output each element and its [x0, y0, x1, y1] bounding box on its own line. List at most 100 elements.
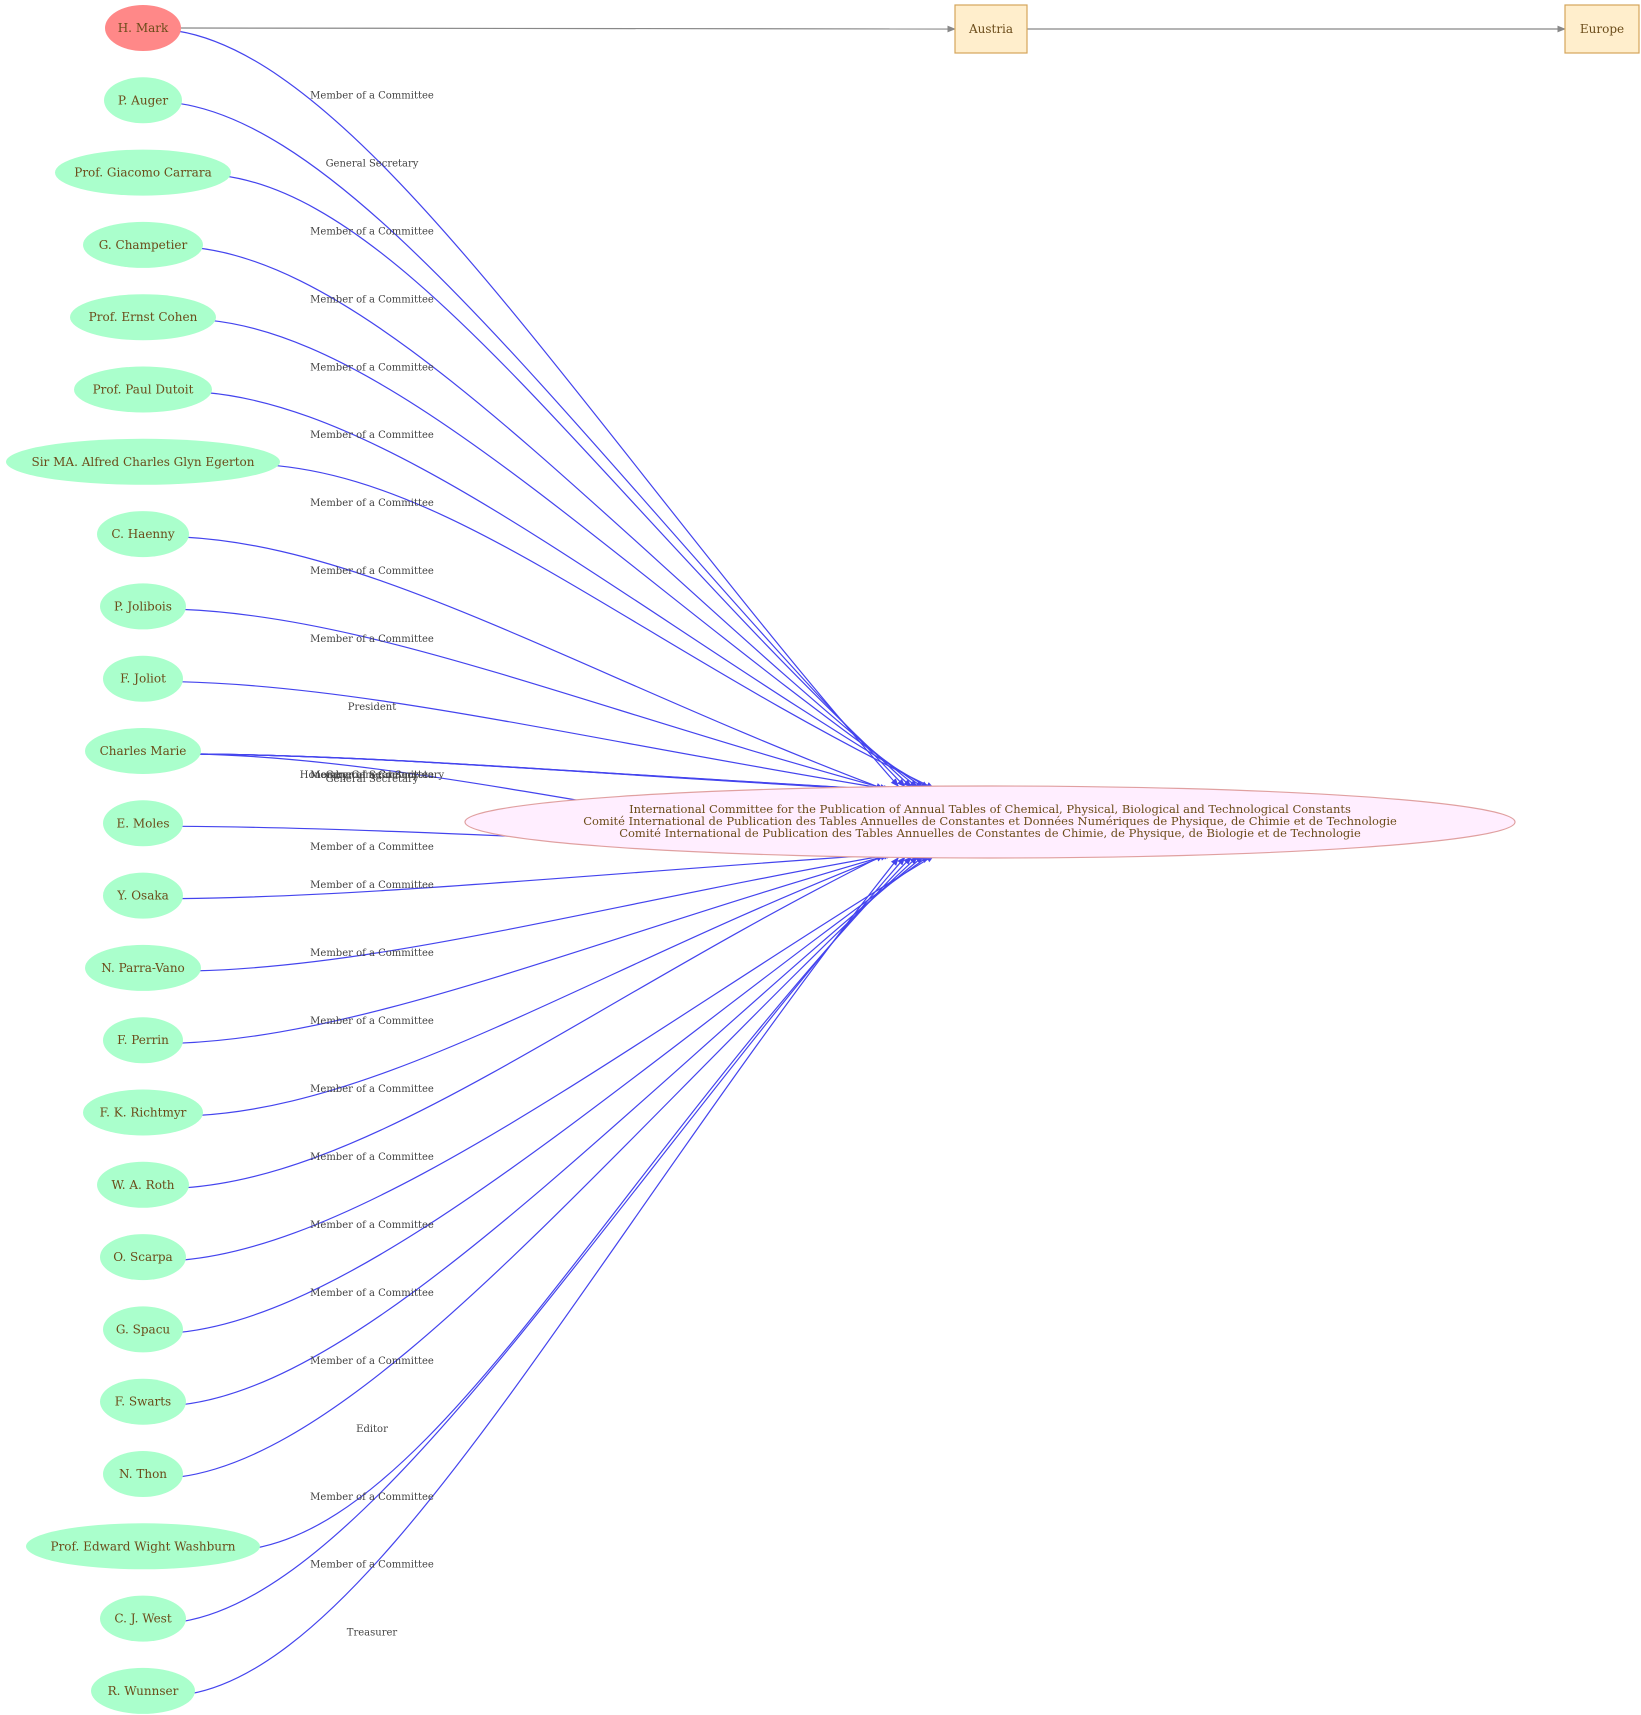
- edge-label: General Secretary: [326, 158, 419, 169]
- person-node-shape: [85, 944, 201, 991]
- person-node-w-a-roth[interactable]: W. A. Roth: [97, 1161, 189, 1208]
- person-label: N. Parra-Vano: [101, 961, 185, 975]
- person-node-f-joliot[interactable]: F. Joliot: [103, 655, 183, 702]
- edges-layer: [177, 25, 1566, 1695]
- edge-label: General Secretary: [326, 770, 419, 781]
- person-label: R. Wunnser: [108, 1684, 179, 1698]
- person-node-shape: [104, 77, 182, 124]
- edge-label: Member of a Committee: [310, 1016, 434, 1027]
- edge-egerton-6: [266, 464, 935, 790]
- person-label: Prof. Giacomo Carrara: [74, 166, 211, 180]
- place-node-europe[interactable]: Europe: [1564, 4, 1640, 54]
- person-label: F. Swarts: [115, 1395, 171, 1409]
- person-node-g-spacu[interactable]: G. Spacu: [103, 1306, 183, 1353]
- person-node-f-swarts[interactable]: F. Swarts: [100, 1378, 186, 1425]
- person-label: O. Scarpa: [113, 1250, 172, 1264]
- edge-f-perrin-18: [178, 853, 893, 1044]
- edge-p-jolibois-8: [181, 608, 889, 791]
- person-label: E. Moles: [117, 816, 170, 830]
- person-node-r-wunnser[interactable]: R. Wunnser: [91, 1667, 195, 1714]
- person-node-g-champetier[interactable]: G. Champetier: [83, 221, 203, 268]
- person-node-shape: [100, 1378, 186, 1425]
- committee-name-line: Comité International de Publication des …: [619, 826, 1361, 840]
- edge-n-parra-vano-17: [195, 851, 895, 972]
- edge-label: Member of a Committee: [310, 948, 434, 959]
- edge-label: Member of a Committee: [310, 1288, 434, 1299]
- person-label: F. Perrin: [117, 1033, 169, 1047]
- person-node-shape: [6, 438, 280, 485]
- person-node-paul-dutoit[interactable]: Prof. Paul Dutoit: [74, 366, 212, 413]
- edge-n-thon-24: [178, 856, 919, 1478]
- person-node-ernst-cohen[interactable]: Prof. Ernst Cohen: [70, 294, 216, 341]
- person-node-charles-marie[interactable]: Charles Marie: [85, 728, 201, 774]
- person-node-n-parra-vano[interactable]: N. Parra-Vano: [85, 944, 201, 991]
- edge-label: Member of a Committee: [310, 362, 434, 373]
- person-node-f-perrin[interactable]: F. Perrin: [103, 1017, 183, 1064]
- place-node-shape: [954, 4, 1028, 54]
- edge-label: Member of a Committee: [310, 634, 434, 645]
- person-node-giacomo-carrara[interactable]: Prof. Giacomo Carrara: [55, 149, 231, 196]
- edge-label: Member of a Committee: [310, 880, 434, 891]
- edge-f-swarts-23: [181, 855, 924, 1406]
- person-label: C. J. West: [114, 1612, 172, 1626]
- person-label: P. Auger: [118, 93, 168, 107]
- person-label: Y. Osaka: [116, 889, 169, 903]
- person-node-shape: [100, 1234, 186, 1281]
- person-node-h-mark[interactable]: H. Mark: [105, 5, 181, 51]
- edge-y-osaka-16: [178, 850, 898, 900]
- committee-node-shape: [464, 785, 1516, 859]
- edge-f-k-richtmyr-19: [196, 854, 889, 1117]
- person-node-e-moles[interactable]: E. Moles: [103, 800, 183, 847]
- person-node-egerton[interactable]: Sir MA. Alfred Charles Glyn Egerton: [6, 438, 280, 485]
- edge-o-scarpa-21: [181, 854, 935, 1261]
- edge-p-auger-1: [178, 102, 906, 788]
- person-label: Sir MA. Alfred Charles Glyn Egerton: [32, 455, 255, 469]
- person-node-n-thon[interactable]: N. Thon: [103, 1451, 183, 1497]
- committee-name-line: International Committee for the Publicat…: [629, 802, 1351, 816]
- edge-label: Member of a Committee: [310, 498, 434, 509]
- person-label: Prof. Paul Dutoit: [93, 383, 194, 397]
- person-node-shape: [74, 366, 212, 413]
- person-node-o-scarpa[interactable]: O. Scarpa: [100, 1234, 186, 1281]
- person-node-shape: [70, 294, 216, 341]
- edge-charles-marie-13: [195, 753, 900, 795]
- committee-node[interactable]: International Committee for the Publicat…: [464, 785, 1516, 859]
- person-node-shape: [97, 511, 189, 558]
- person-label: H. Mark: [118, 21, 169, 35]
- person-label: Charles Marie: [100, 744, 187, 758]
- place-node-shape: [1564, 4, 1640, 54]
- edge-label: President: [348, 702, 397, 713]
- person-node-shape: [103, 872, 183, 919]
- person-node-p-auger[interactable]: P. Auger: [104, 77, 182, 124]
- person-node-shape: [103, 1306, 183, 1353]
- edge-label: Member of a Committee: [310, 1220, 434, 1231]
- person-node-shape: [91, 1667, 195, 1714]
- person-node-shape: [103, 800, 183, 847]
- committee-name-line: Comité International de Publication des …: [583, 814, 1397, 828]
- person-label: G. Spacu: [116, 1322, 171, 1336]
- person-node-c-haenny[interactable]: C. Haenny: [97, 511, 189, 558]
- place-node-austria[interactable]: Austria: [954, 4, 1028, 54]
- edge-g-champetier-3: [196, 247, 919, 788]
- person-node-shape: [105, 5, 181, 51]
- person-node-shape: [100, 1595, 186, 1642]
- person-node-shape: [26, 1523, 260, 1570]
- person-label: F. Joliot: [120, 672, 166, 686]
- person-node-c-j-west[interactable]: C. J. West: [100, 1595, 186, 1642]
- person-node-shape: [55, 149, 231, 196]
- person-node-y-osaka[interactable]: Y. Osaka: [103, 872, 183, 919]
- edge-label: Member of a Committee: [310, 770, 434, 781]
- edge-label: Member of a Committee: [310, 430, 434, 441]
- person-node-edward-washburn[interactable]: Prof. Edward Wight Washburn: [26, 1523, 260, 1570]
- edge-label: Member of a Committee: [310, 770, 434, 781]
- person-node-p-jolibois[interactable]: P. Jolibois: [100, 583, 186, 630]
- edge-label: Member of a Committee: [310, 1560, 434, 1571]
- edge-label: Treasurer: [347, 1628, 398, 1639]
- person-node-shape: [103, 1451, 183, 1497]
- person-label: N. Thon: [119, 1467, 167, 1481]
- person-node-shape: [83, 221, 203, 268]
- person-node-f-k-richtmyr[interactable]: F. K. Richtmyr: [83, 1089, 203, 1136]
- edge-ernst-cohen-4: [208, 319, 924, 789]
